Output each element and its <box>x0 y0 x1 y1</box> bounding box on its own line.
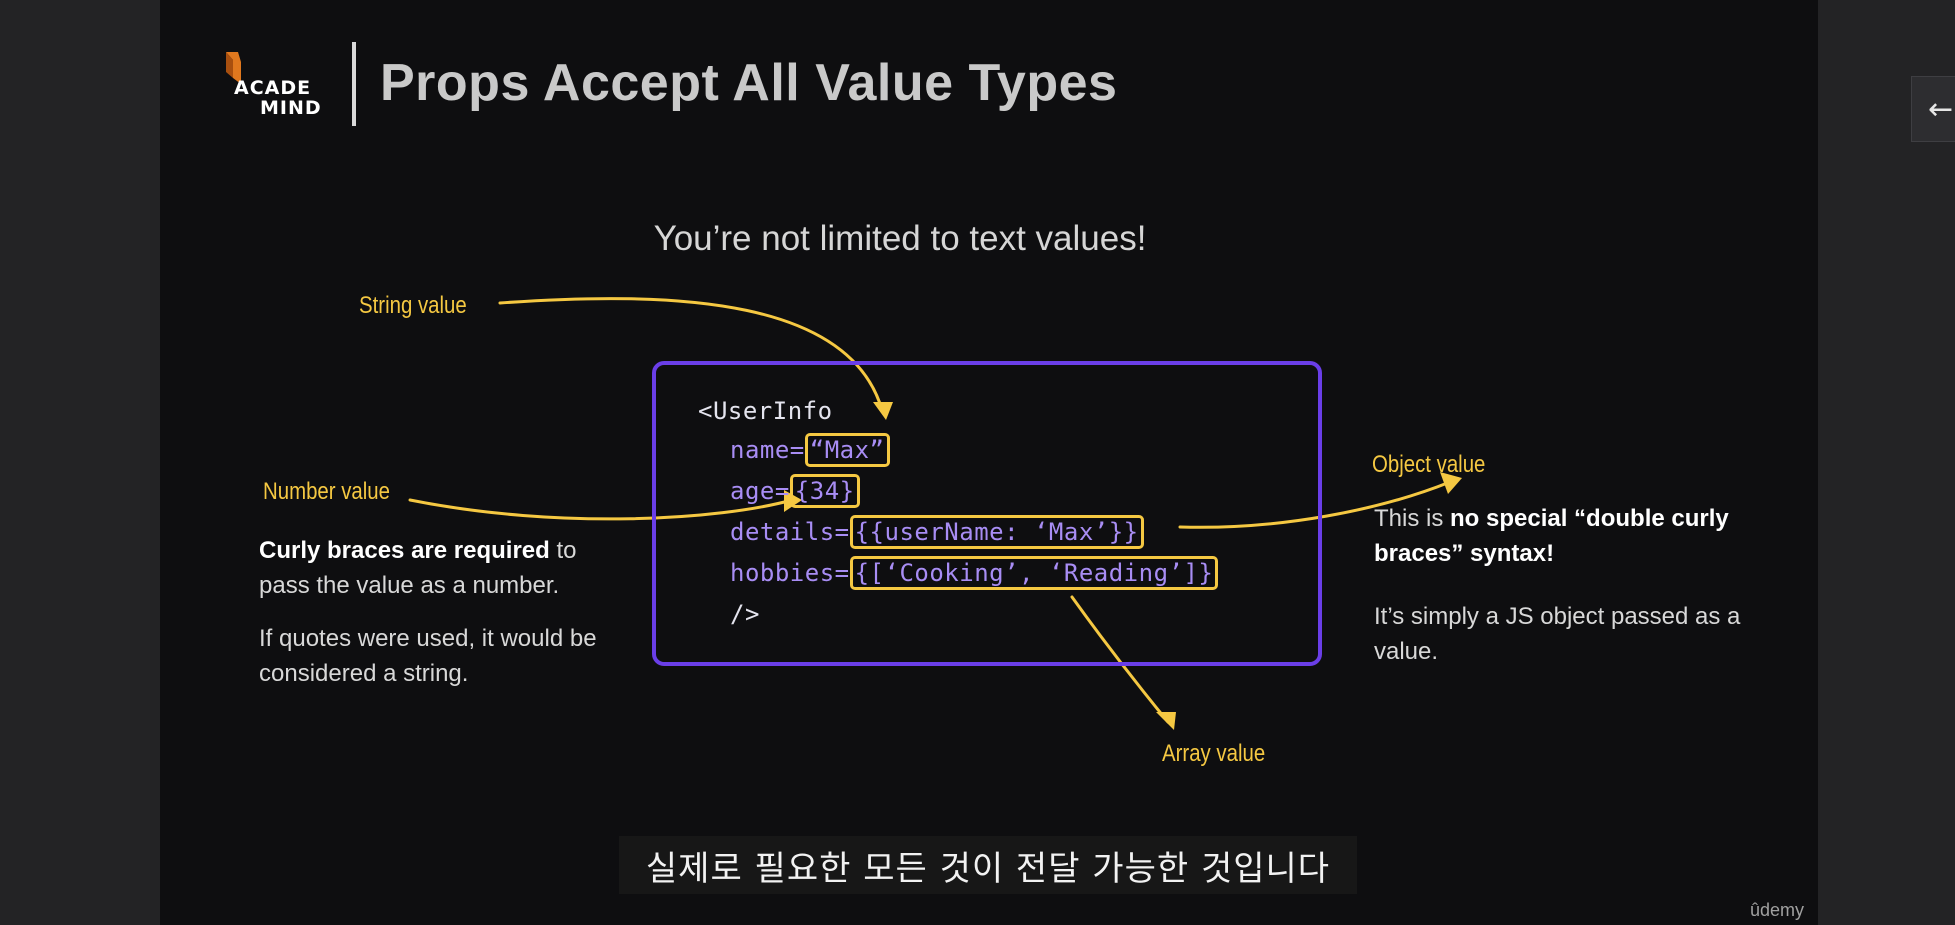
code-open-tag: <UserInfo <box>698 397 833 425</box>
back-button[interactable]: ← <box>1911 76 1955 142</box>
object-note-prefix: This is <box>1374 505 1451 532</box>
number-note-rest: to pass the value as a number. <box>259 537 577 599</box>
object-value-label: Object value <box>1372 451 1486 478</box>
details-attr: details= <box>730 518 850 546</box>
arrow-left-icon: ← <box>1928 91 1954 127</box>
string-value-label: String value <box>359 292 467 319</box>
array-value-label: Array value <box>1162 740 1266 767</box>
object-note-para1: This is no special “double curly braces”… <box>1374 501 1794 571</box>
age-attr: age= <box>730 477 790 505</box>
array-arrowhead <box>1156 712 1176 730</box>
left-letterbox <box>0 0 160 925</box>
name-value-highlight: “Max” <box>804 433 890 467</box>
name-attr: name= <box>730 436 805 464</box>
number-note: Curly braces are required to pass the va… <box>259 533 619 691</box>
right-letterbox <box>1818 0 1955 925</box>
video-caption: 실제로 필요한 모든 것이 전달 가능한 것입니다 <box>619 836 1357 894</box>
logo-text-bottom: MIND <box>260 97 322 119</box>
number-note-bold: Curly braces are required <box>259 537 550 564</box>
age-value-highlight: {34} <box>789 474 860 508</box>
object-note: This is no special “double curly braces”… <box>1374 501 1794 669</box>
number-value-label: Number value <box>263 478 390 505</box>
object-note-para2: It’s simply a JS object passed as a valu… <box>1374 603 1741 665</box>
logo-text-top: ACADE <box>234 77 312 99</box>
details-value-highlight: {{userName: ‘Max’}} <box>849 515 1144 549</box>
hobbies-value-highlight: {[‘Cooking’, ‘Reading’]} <box>849 556 1219 590</box>
slide-title: Props Accept All Value Types <box>380 54 1118 112</box>
lecture-slide: ACADE MIND Props Accept All Value Types … <box>160 0 1818 925</box>
code-hobbies-line: hobbies={[‘Cooking’, ‘Reading’]} <box>730 556 1219 590</box>
number-note-para1: Curly braces are required to pass the va… <box>259 533 619 603</box>
udemy-watermark: ûdemy <box>1750 900 1805 920</box>
academind-logo: ACADE MIND <box>224 50 334 122</box>
logo-flag-icon <box>226 52 241 84</box>
object-note-bold: no special “double curly braces” syntax! <box>1374 505 1729 567</box>
code-age-line: age={34} <box>730 474 860 508</box>
hobbies-attr: hobbies= <box>730 559 850 587</box>
title-divider <box>352 42 356 126</box>
number-note-para2: If quotes were used, it would be conside… <box>259 625 597 687</box>
code-details-line: details={{userName: ‘Max’}} <box>730 515 1144 549</box>
code-name-line: name=“Max” <box>730 433 890 467</box>
code-close-tag: /> <box>730 600 760 628</box>
slide-subtitle: You’re not limited to text values! <box>653 219 1147 258</box>
code-block: <UserInfo name=“Max” age={34} details={{… <box>652 361 1322 666</box>
